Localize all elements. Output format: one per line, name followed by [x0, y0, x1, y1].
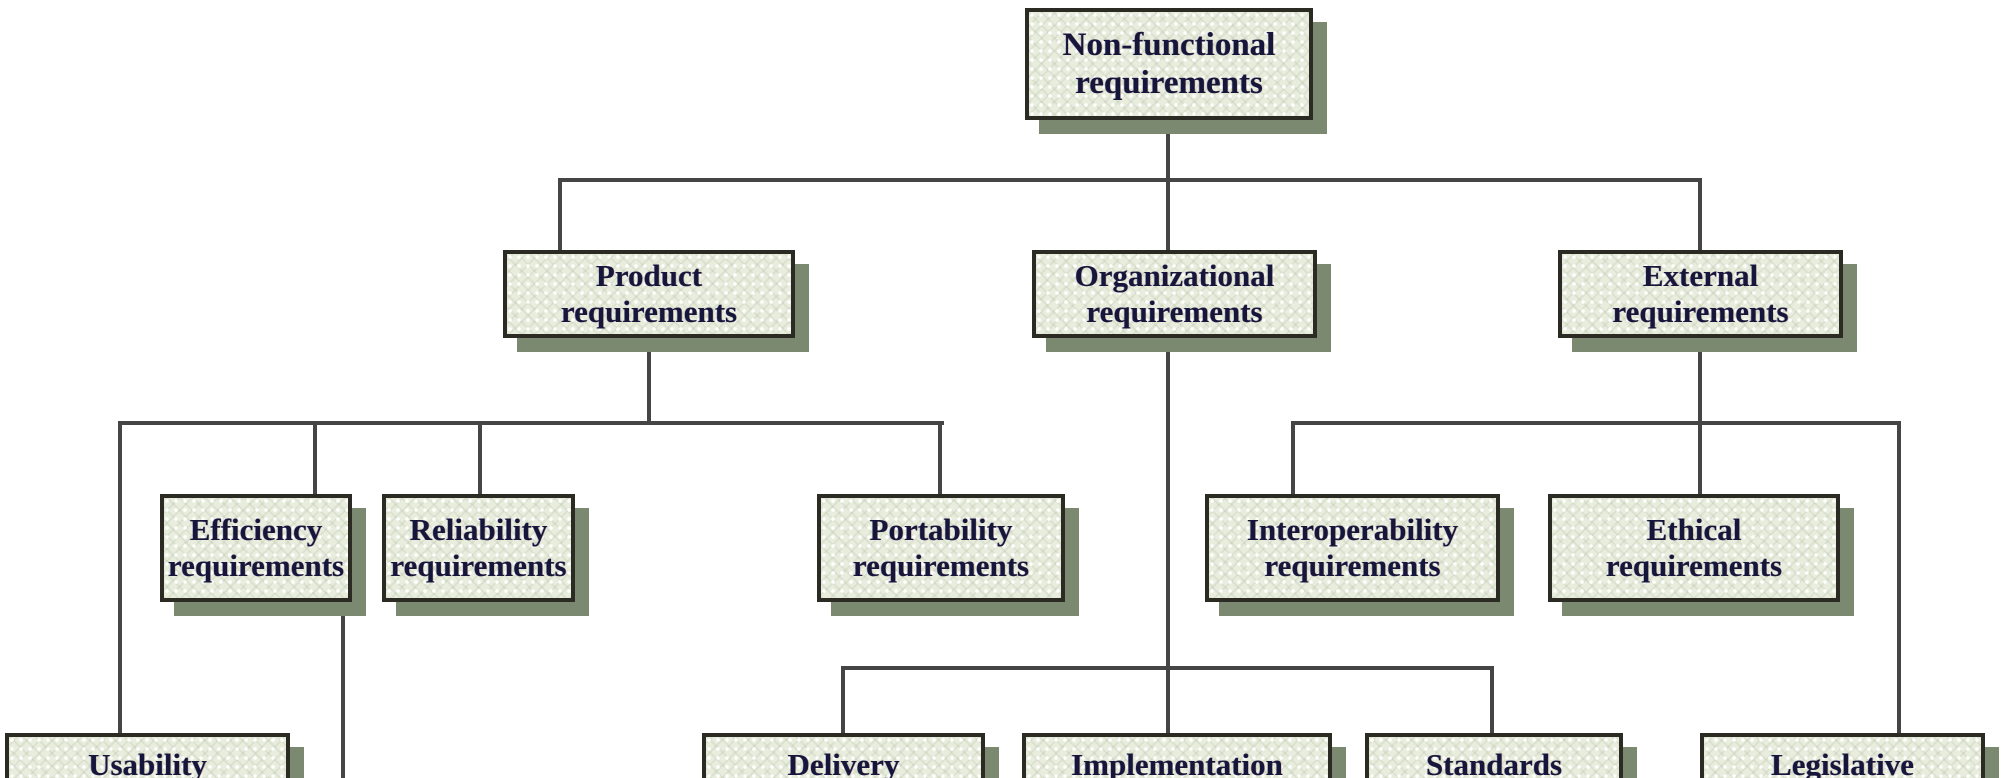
connector-to-organizational	[1166, 180, 1170, 252]
connector-product-down	[647, 336, 651, 425]
connector-to-efficiency	[313, 421, 317, 498]
node-interoperability-requirements: Interoperability requirements	[1205, 494, 1500, 602]
node-label: Interoperability	[1246, 512, 1459, 548]
connector-product-children-horizontal	[118, 421, 944, 425]
node-implementation-requirements: Implementation	[1022, 733, 1332, 778]
connector-to-delivery	[841, 666, 845, 737]
node-label: Standards	[1425, 747, 1563, 778]
node-portability-requirements: Portability requirements	[817, 494, 1065, 602]
node-usability-requirements: Usability	[5, 733, 290, 778]
node-label: Legislative	[1771, 747, 1914, 778]
node-reliability-requirements: Reliability requirements	[382, 494, 575, 602]
connector-root-down	[1166, 116, 1170, 180]
connector-efficiency-children-cutoff	[341, 600, 345, 778]
node-label: Usability	[88, 747, 207, 778]
connector-external-down	[1698, 336, 1702, 425]
node-label: Ethical	[1646, 512, 1742, 548]
node-product-requirements: Product requirements	[503, 250, 795, 338]
node-legislative-requirements: Legislative	[1700, 733, 1985, 778]
connector-to-external	[1698, 178, 1702, 254]
connector-to-interoperability	[1291, 421, 1295, 498]
node-label: Portability	[869, 512, 1013, 548]
connector-to-reliability	[478, 421, 482, 498]
node-non-functional-requirements: Non-functional requirements	[1025, 8, 1313, 120]
node-external-requirements: External requirements	[1558, 250, 1843, 338]
node-label: Implementation	[1071, 747, 1283, 778]
connector-to-portability	[938, 421, 942, 498]
node-label: requirements	[167, 548, 345, 583]
connector-external-children-horizontal	[1291, 421, 1901, 425]
node-label: requirements	[1605, 548, 1783, 583]
node-label: Organizational	[1074, 258, 1275, 294]
connector-to-usability	[118, 421, 122, 737]
node-label: External	[1642, 258, 1759, 294]
node-label: requirements	[1264, 548, 1441, 583]
node-label: Efficiency	[189, 512, 323, 548]
node-label: requirements	[1086, 294, 1263, 329]
connector-to-legislative	[1897, 421, 1901, 737]
node-label: requirements	[390, 548, 567, 583]
connector-organizational-down	[1166, 336, 1170, 672]
connector-to-product	[558, 178, 562, 254]
node-efficiency-requirements: Efficiency requirements	[160, 494, 352, 602]
connector-level1-horizontal	[558, 178, 1702, 182]
node-label: requirements	[560, 294, 738, 329]
node-label: requirements	[1612, 294, 1789, 329]
node-label: Non-functional	[1062, 26, 1276, 63]
node-label: requirements	[852, 548, 1030, 583]
node-label: requirements	[1075, 65, 1263, 101]
node-label: Product	[595, 258, 703, 294]
connector-to-ethical	[1698, 421, 1702, 498]
node-label: Delivery	[787, 747, 900, 778]
connector-to-implementation	[1166, 666, 1170, 737]
connector-to-standards	[1490, 666, 1494, 737]
node-standards-requirements: Standards	[1365, 733, 1623, 778]
node-label: Reliability	[409, 512, 548, 548]
node-organizational-requirements: Organizational requirements	[1032, 250, 1317, 338]
node-delivery-requirements: Delivery	[702, 733, 985, 778]
node-ethical-requirements: Ethical requirements	[1548, 494, 1840, 602]
